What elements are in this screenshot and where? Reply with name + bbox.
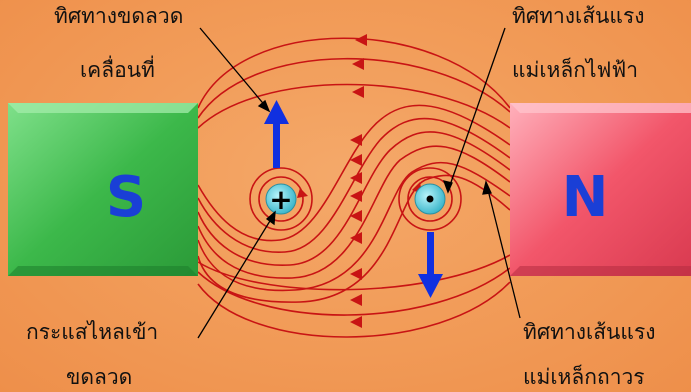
motion-arrow-down	[418, 232, 443, 298]
label-current-in-line1: กระแสไหลเข้า	[26, 320, 159, 344]
north-pole-label: N	[562, 165, 609, 230]
south-pole-label: S	[106, 165, 146, 230]
conductor-left: +	[265, 183, 297, 216]
label-permanent-field-line1: ทิศทางเส้นแรง	[523, 320, 656, 344]
label-wire-motion-line1: ทิศทางขดลวด	[54, 4, 184, 28]
conductor-right	[414, 183, 446, 215]
label-em-field-line1: ทิศทางเส้นแรง	[512, 4, 645, 28]
label-wire-motion-line2: เคลื่อนที่	[80, 58, 155, 82]
label-current-in-line2: ขดลวด	[66, 365, 133, 389]
label-em-field-line2: แม่เหล็กไฟฟ้า	[512, 58, 639, 82]
label-permanent-field-line2: แม่เหล็กถาวร	[523, 365, 645, 389]
conductor-field-rings	[249, 167, 462, 231]
leader-lines	[197, 27, 521, 339]
current-in-symbol: +	[269, 183, 292, 216]
current-out-dot	[426, 195, 434, 203]
field-line-arrows	[350, 34, 367, 328]
field-lines	[197, 37, 511, 338]
magnet-south: S	[8, 103, 198, 276]
motion-arrow-up	[264, 100, 289, 168]
magnet-north: N	[510, 103, 691, 276]
